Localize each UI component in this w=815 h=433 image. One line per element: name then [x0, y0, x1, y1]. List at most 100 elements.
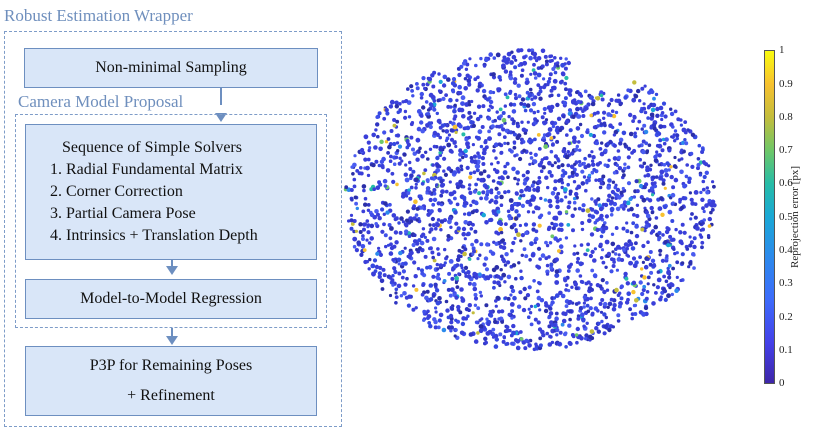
point — [628, 196, 633, 202]
point — [622, 247, 626, 252]
point — [567, 88, 571, 92]
point — [554, 257, 559, 262]
point — [515, 135, 521, 141]
point — [488, 99, 494, 105]
point — [540, 64, 545, 69]
point — [391, 179, 396, 184]
point — [430, 216, 435, 222]
point — [577, 160, 582, 164]
point — [475, 88, 480, 93]
point — [626, 243, 630, 248]
point — [616, 293, 621, 298]
point — [374, 264, 380, 270]
point — [572, 180, 577, 184]
point — [424, 150, 428, 154]
point — [652, 283, 656, 287]
point — [570, 285, 574, 289]
point — [432, 144, 437, 149]
point — [557, 210, 563, 216]
point — [702, 209, 706, 214]
point — [450, 306, 455, 311]
point — [403, 115, 408, 120]
point — [596, 124, 600, 128]
point — [560, 322, 565, 327]
point — [693, 202, 698, 207]
point — [680, 148, 684, 152]
point — [408, 167, 413, 171]
point — [509, 284, 514, 290]
point — [529, 322, 534, 327]
point — [538, 308, 542, 312]
point — [584, 333, 589, 338]
point — [630, 246, 636, 251]
point — [685, 163, 689, 167]
point — [670, 282, 675, 287]
point — [564, 195, 568, 199]
point — [425, 265, 429, 270]
point — [520, 253, 524, 257]
point — [458, 158, 462, 162]
point — [358, 230, 363, 234]
point — [508, 198, 514, 203]
point — [464, 67, 469, 71]
point — [580, 261, 584, 266]
point — [691, 252, 696, 257]
point — [603, 301, 608, 307]
point — [582, 301, 586, 305]
point — [519, 189, 524, 194]
point — [568, 128, 573, 133]
point — [397, 271, 402, 276]
point — [359, 166, 363, 170]
point — [513, 236, 517, 240]
point — [436, 247, 440, 251]
point — [535, 289, 540, 294]
point — [512, 295, 517, 301]
point — [633, 94, 639, 99]
point — [689, 217, 693, 221]
point — [623, 142, 627, 146]
point — [372, 258, 378, 263]
point — [403, 222, 408, 227]
point — [642, 275, 647, 280]
point — [585, 303, 590, 308]
point — [527, 307, 531, 311]
point — [616, 149, 621, 153]
point — [655, 113, 660, 119]
point — [608, 139, 613, 145]
point — [678, 239, 684, 245]
point — [632, 80, 637, 85]
point — [458, 310, 463, 315]
point — [638, 183, 644, 189]
point — [379, 278, 385, 284]
point — [559, 222, 564, 227]
point — [554, 311, 559, 316]
point — [445, 123, 449, 128]
point — [706, 234, 711, 238]
point — [456, 304, 461, 310]
point — [352, 177, 357, 182]
point — [536, 56, 542, 61]
point — [534, 205, 539, 211]
point — [599, 234, 604, 239]
point — [496, 160, 500, 165]
point — [369, 223, 375, 229]
point — [642, 102, 646, 106]
point — [412, 204, 416, 209]
point — [436, 272, 441, 277]
point — [498, 78, 503, 82]
point — [696, 157, 701, 161]
point — [580, 221, 585, 225]
point — [511, 323, 516, 329]
point — [383, 201, 388, 206]
point — [362, 248, 367, 253]
point — [582, 324, 586, 329]
point — [646, 257, 650, 261]
point — [532, 180, 536, 185]
point — [554, 316, 559, 322]
point — [589, 296, 593, 301]
point — [350, 222, 355, 226]
point — [567, 200, 572, 205]
point — [600, 319, 604, 324]
point — [376, 212, 380, 217]
point — [670, 219, 675, 223]
